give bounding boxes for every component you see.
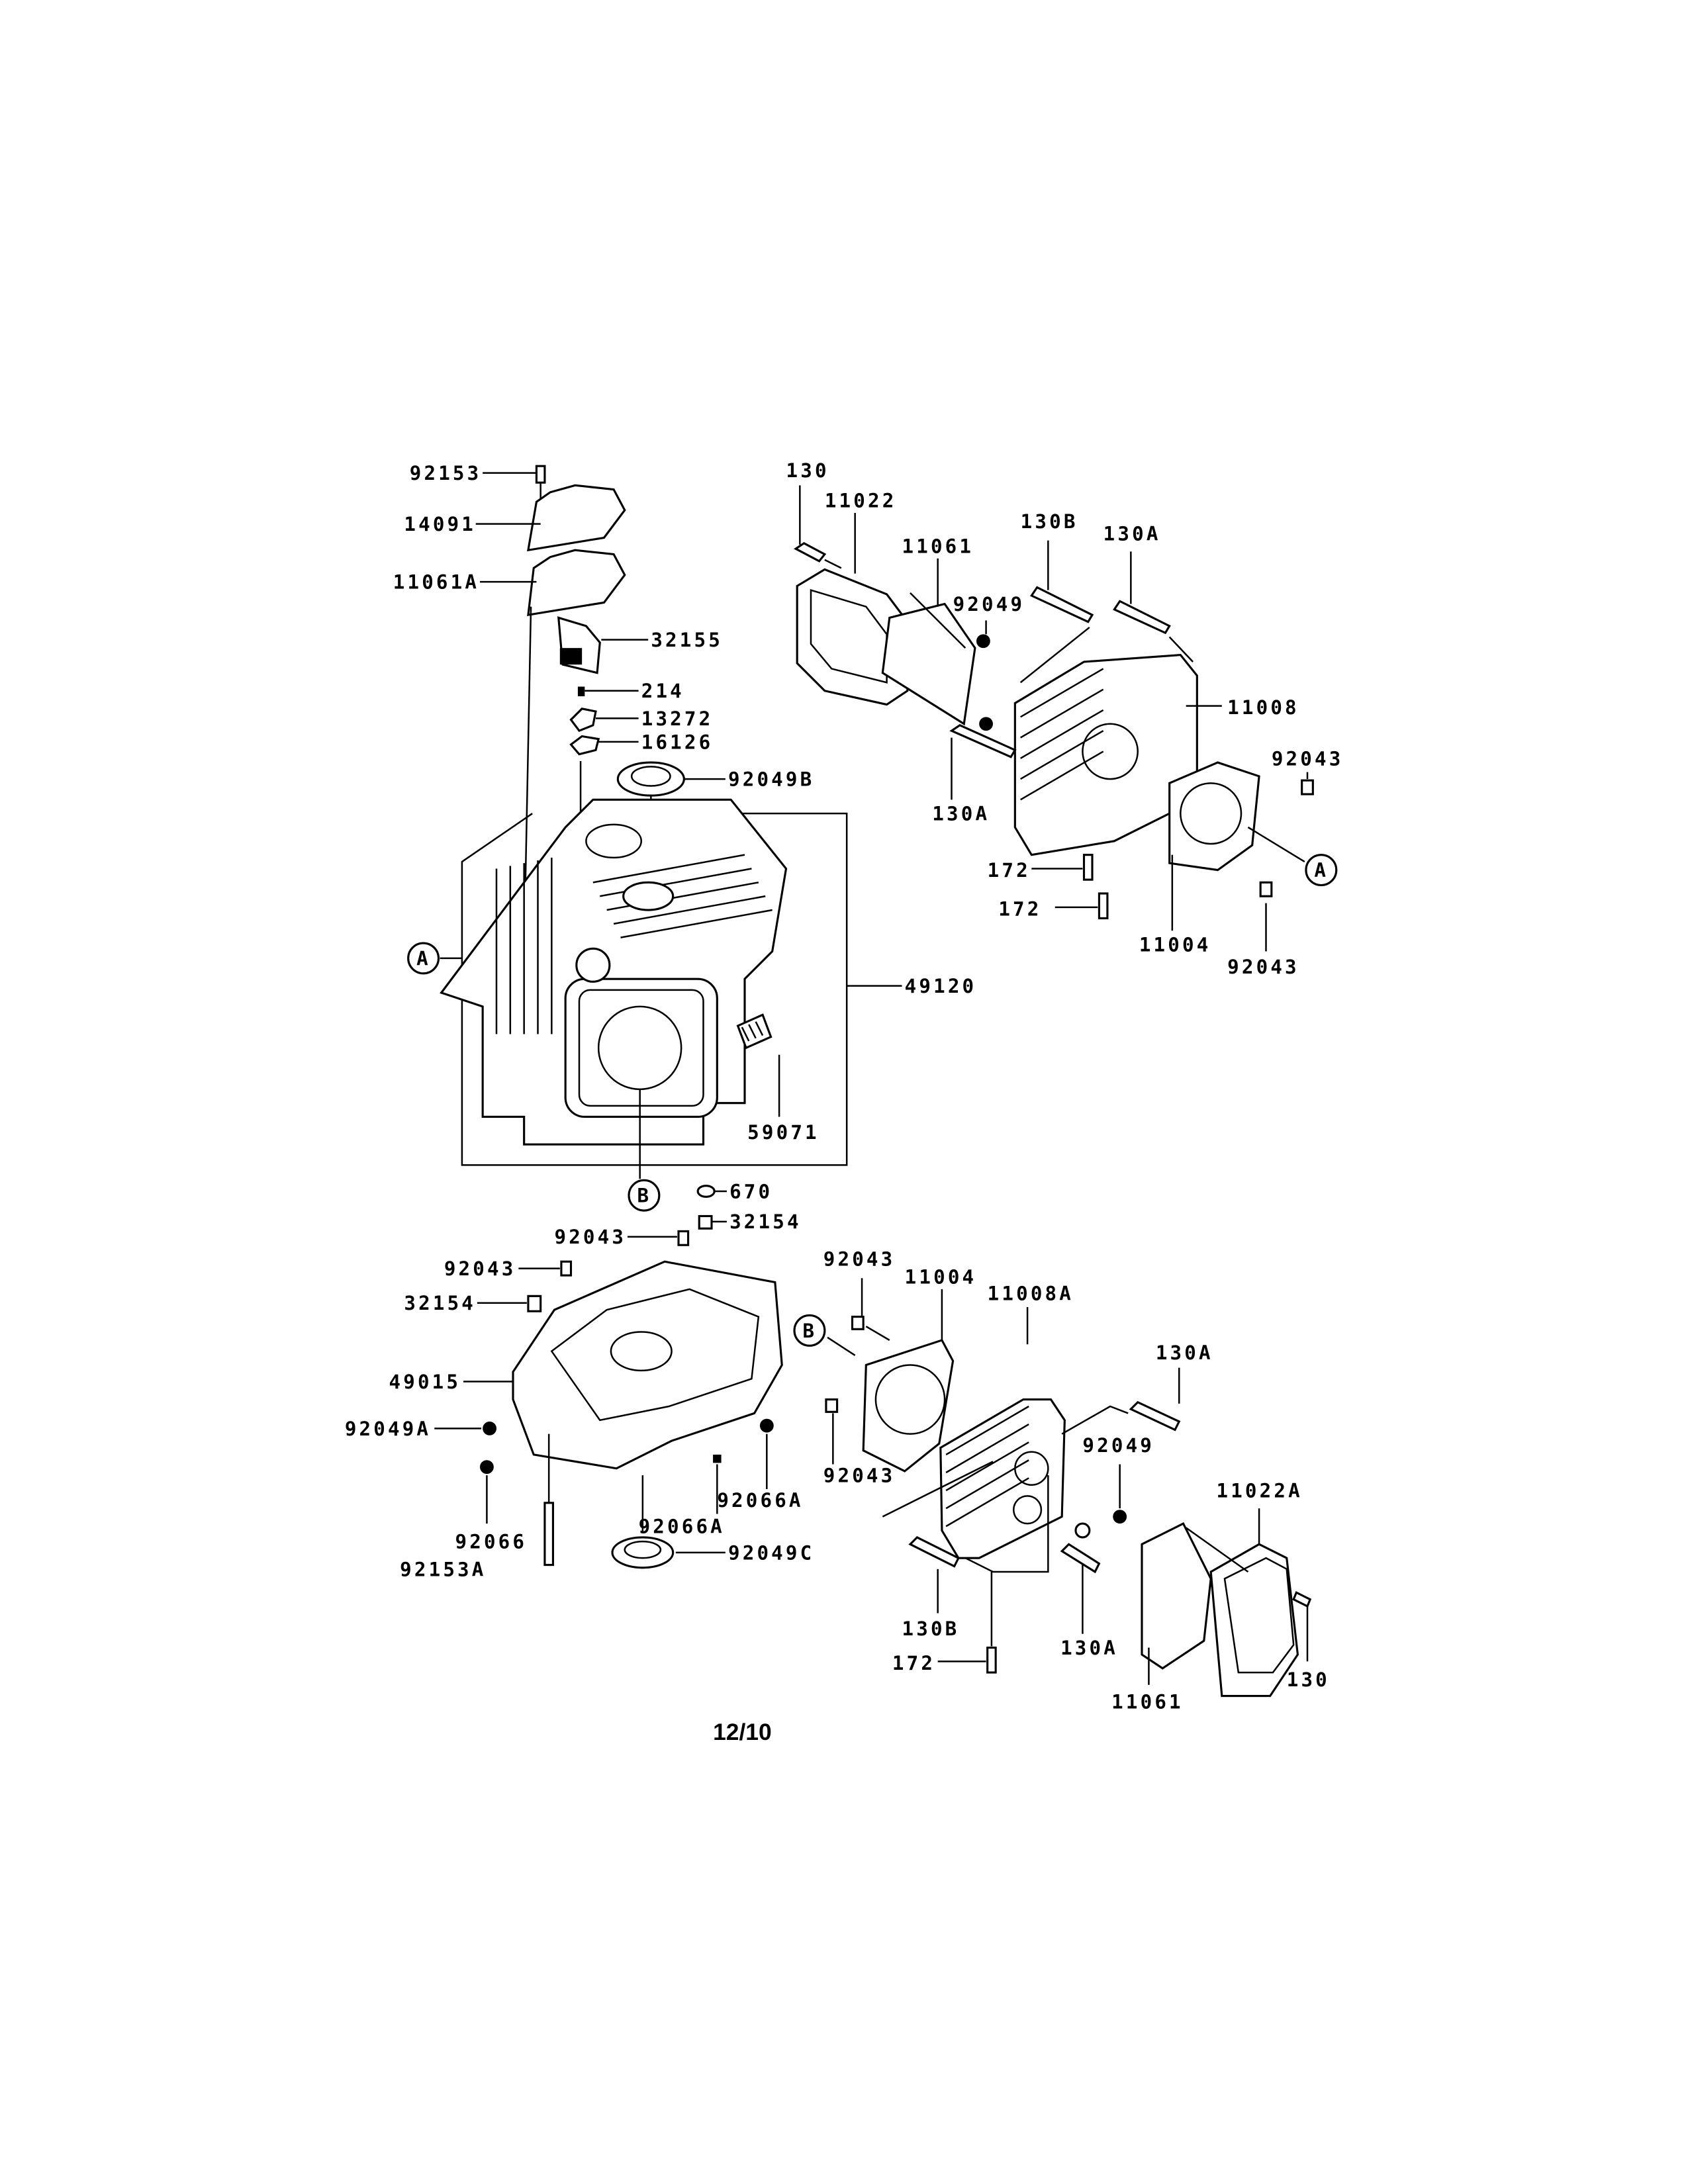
leaders-bottom-left: [434, 1236, 726, 1554]
callout: 32155: [651, 629, 723, 651]
gasket-11061-bottom: [1141, 1522, 1212, 1670]
bolt-130A-top: [1113, 600, 1171, 635]
head-gasket-11004-bottom: [862, 1339, 955, 1473]
callout: 214: [641, 680, 684, 702]
dowel-32154: [698, 1214, 713, 1230]
callout: 16126: [641, 731, 714, 753]
callout: 130A: [1156, 1342, 1213, 1364]
callout: 92049B: [728, 768, 814, 791]
callout: 130B: [902, 1617, 960, 1640]
callouts-bottom-right: 92043 11004 11008A 130A 92043 92049 1102…: [823, 1248, 1330, 1713]
callout: 11061A: [393, 571, 479, 594]
cylinder-head-2-assembly: [825, 1278, 1312, 1698]
callout: 11061: [902, 535, 974, 557]
crankcase-cover-assembly: [480, 1230, 783, 1569]
callout: 130: [786, 459, 829, 482]
cylinder-head-1-assembly: [794, 485, 1314, 952]
crankcase-cover-49015: [512, 1260, 783, 1470]
svg-text:A: A: [1314, 859, 1329, 882]
callout: 49015: [389, 1371, 461, 1393]
callout: 130: [1287, 1668, 1330, 1691]
callout: 92043: [1272, 747, 1344, 770]
bolt-130B-top: [1030, 586, 1094, 623]
callout: 11004: [1139, 934, 1211, 956]
callout: 92049C: [728, 1541, 814, 1564]
breather-cover: [527, 484, 626, 552]
ref-marker-a-left: A: [407, 942, 440, 975]
callout: 11061: [1111, 1690, 1184, 1713]
callout: 130A: [1103, 523, 1161, 545]
callout: 130A: [1060, 1637, 1118, 1659]
callouts-top-left: 92153 14091 11061A 32155 214 13272 16126…: [393, 462, 977, 1233]
o-ring-670: [696, 1185, 716, 1198]
callout: 92049A: [345, 1418, 431, 1440]
oil-seal-92049B: [616, 761, 685, 797]
callout: 92066A: [639, 1516, 725, 1538]
svg-text:A: A: [416, 947, 431, 970]
callout: 92043: [823, 1465, 896, 1487]
callout: 32154: [729, 1210, 802, 1233]
rocker-cover-11022: [796, 568, 909, 706]
callout: 14091: [404, 513, 476, 535]
callout: 670: [729, 1180, 773, 1203]
callout: 11008A: [988, 1283, 1074, 1305]
callout: 130A: [932, 803, 990, 825]
stud-172-a: [1082, 854, 1094, 881]
ref-marker-b-center: B: [628, 1179, 661, 1212]
ref-marker-b-right: B: [793, 1314, 826, 1347]
svg-text:B: B: [803, 1320, 818, 1342]
callout: 11004: [905, 1266, 977, 1289]
stud-172-c: [986, 1647, 997, 1674]
crankcase-assembly: [440, 465, 848, 1230]
ref-marker-a-right: A: [1305, 854, 1338, 887]
callout: 130B: [1021, 510, 1078, 533]
callout: 92066: [455, 1531, 528, 1553]
bolt-92153: [535, 465, 546, 484]
callout: 92043: [823, 1248, 896, 1271]
callout: 32154: [404, 1292, 476, 1314]
callout: 11022: [825, 490, 897, 512]
head-gasket-11004-top: [1168, 761, 1260, 872]
callout: 92049: [953, 593, 1025, 615]
callout: 92153: [410, 462, 482, 484]
callout: 92066A: [717, 1489, 803, 1512]
leaders-top-left: [440, 472, 902, 1223]
stud-172-b: [1098, 892, 1109, 920]
callout: 92043: [555, 1226, 627, 1248]
bolt-92153A: [543, 1502, 554, 1567]
breather-gasket: [527, 549, 626, 617]
callouts-bottom-left: 92043 92043 32154 49015 92049A 92066 921…: [345, 1226, 814, 1580]
callouts-top-right: 130 11022 11061 130B 130A 92049 11008 92…: [786, 459, 1344, 978]
callout: 11022A: [1217, 1480, 1303, 1502]
callout: 49120: [905, 975, 977, 997]
callout: 92043: [1227, 956, 1299, 978]
callout: 92049: [1082, 1434, 1154, 1457]
callout: 172: [998, 897, 1041, 920]
callout: 13272: [641, 707, 714, 730]
spring-59071: [736, 1013, 773, 1050]
gasket-11061-top: [881, 602, 976, 726]
svg-text:B: B: [637, 1185, 652, 1207]
callout: 172: [892, 1652, 935, 1674]
callout: 11008: [1227, 696, 1299, 719]
callout: 92043: [444, 1257, 516, 1280]
callout: 172: [988, 859, 1031, 882]
callout: 59071: [747, 1121, 820, 1144]
callout: 92153A: [400, 1558, 486, 1580]
page-number: 12/10: [713, 1719, 772, 1745]
